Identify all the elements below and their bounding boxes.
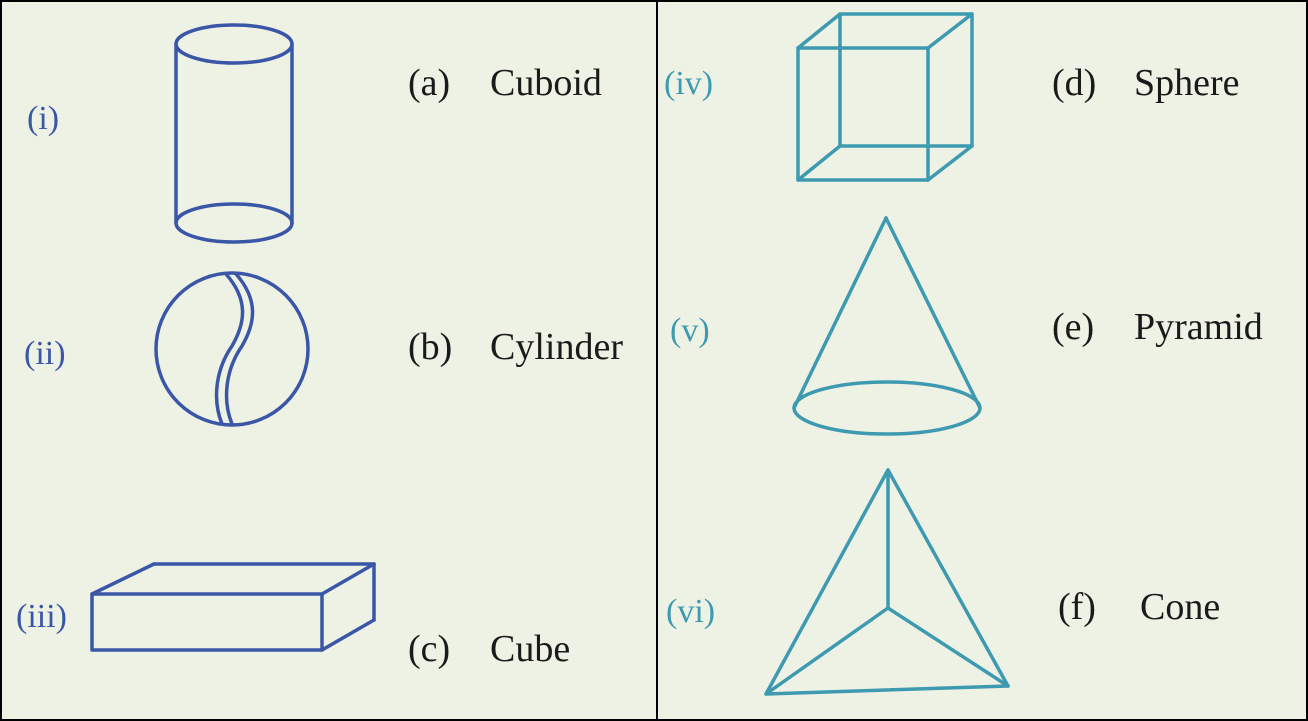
label-vi: (vi) xyxy=(666,593,716,630)
label-iv: (iv) xyxy=(664,65,714,102)
label-iii: (iii) xyxy=(16,598,67,635)
letter-f: (f) xyxy=(1058,586,1096,628)
name-b: (b) Cylinder xyxy=(408,328,623,366)
cone-icon xyxy=(792,216,982,436)
letter-a: (a) xyxy=(408,62,451,104)
name-sphere: Sphere xyxy=(1134,62,1240,104)
name-e: (e) Pyramid xyxy=(1052,308,1263,346)
cuboid-icon xyxy=(90,562,376,652)
cube-icon xyxy=(796,12,974,182)
column-divider xyxy=(656,2,658,719)
name-d: (d) Sphere xyxy=(1052,64,1240,102)
label-i: (i) xyxy=(27,100,60,137)
name-cone: Cone xyxy=(1140,586,1221,628)
name-c: (c) Cube xyxy=(408,630,570,668)
name-cuboid: Cuboid xyxy=(490,62,602,104)
pyramid-icon xyxy=(764,468,1010,696)
letter-d: (d) xyxy=(1052,62,1097,104)
name-a: (a) Cuboid xyxy=(408,64,602,102)
letter-c: (c) xyxy=(408,628,451,670)
name-cylinder: Cylinder xyxy=(490,326,623,368)
name-cube: Cube xyxy=(490,628,571,670)
letter-b: (b) xyxy=(408,326,453,368)
label-v: (v) xyxy=(670,312,710,349)
sphere-icon xyxy=(154,271,310,427)
label-ii: (ii) xyxy=(24,335,66,372)
cylinder-icon xyxy=(174,23,294,244)
name-f: (f) Cone xyxy=(1058,588,1220,626)
letter-e: (e) xyxy=(1052,306,1095,348)
name-pyramid: Pyramid xyxy=(1134,306,1263,348)
